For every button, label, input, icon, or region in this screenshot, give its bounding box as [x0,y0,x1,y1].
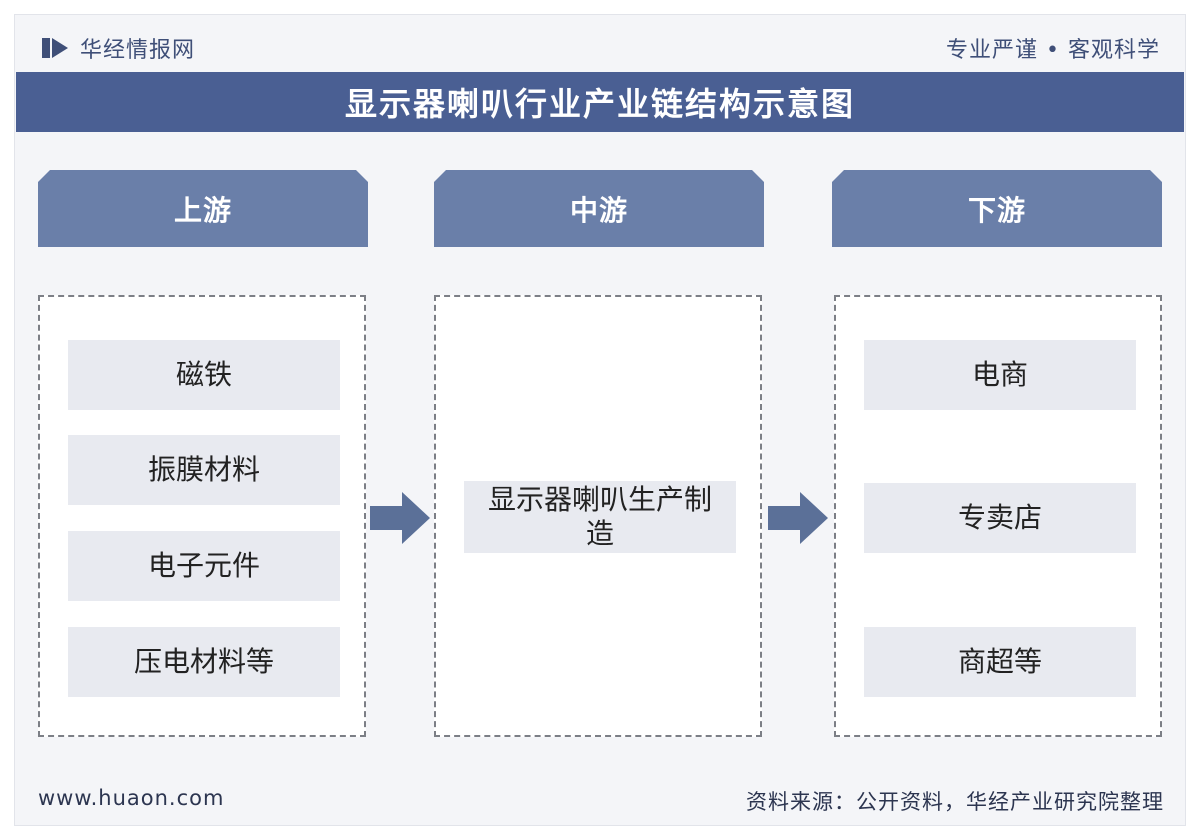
stage-box-downstream: 电商 专卖店 商超等 [834,295,1162,737]
stage-header-downstream: 下游 [832,170,1162,247]
stage-box-midstream: 显示器喇叭生产制造 [434,295,762,737]
top-bar: 华经情报网 专业严谨 • 客观科学 [16,22,1184,70]
stage-label-downstream: 下游 [967,193,1026,227]
footer-website: www.huaon.com [38,786,225,810]
stage-header-midstream: 中游 [434,170,764,247]
stage-label-upstream: 上游 [173,193,232,227]
flow-arrow-midstream-to-downstream-icon [768,492,828,544]
downstream-item-supermarket: 商超等 [864,627,1136,697]
upstream-item-electronics: 电子元件 [68,531,340,601]
footer-source: 资料来源：公开资料，华经产业研究院整理 [746,790,1164,814]
brand-logo-icon [42,38,68,58]
diagram-title: 显示器喇叭行业产业链结构示意图 [344,85,855,123]
title-bar: 显示器喇叭行业产业链结构示意图 [16,72,1184,132]
brand-name: 华经情报网 [80,38,196,63]
brand: 华经情报网 [42,32,195,64]
midstream-item-manufacturing: 显示器喇叭生产制造 [464,481,736,553]
stage-box-upstream: 磁铁 振膜材料 电子元件 压电材料等 [38,295,366,737]
flow-arrow-upstream-to-midstream-icon [370,492,430,544]
slogan: 专业严谨 • 客观科学 [946,38,1160,63]
upstream-item-piezo: 压电材料等 [68,627,340,697]
downstream-item-ecommerce: 电商 [864,340,1136,410]
stage-header-upstream: 上游 [38,170,368,247]
stage-label-midstream: 中游 [569,193,628,227]
downstream-item-specialty-store: 专卖店 [864,483,1136,553]
upstream-item-diaphragm: 振膜材料 [68,435,340,505]
upstream-item-magnet: 磁铁 [68,340,340,410]
